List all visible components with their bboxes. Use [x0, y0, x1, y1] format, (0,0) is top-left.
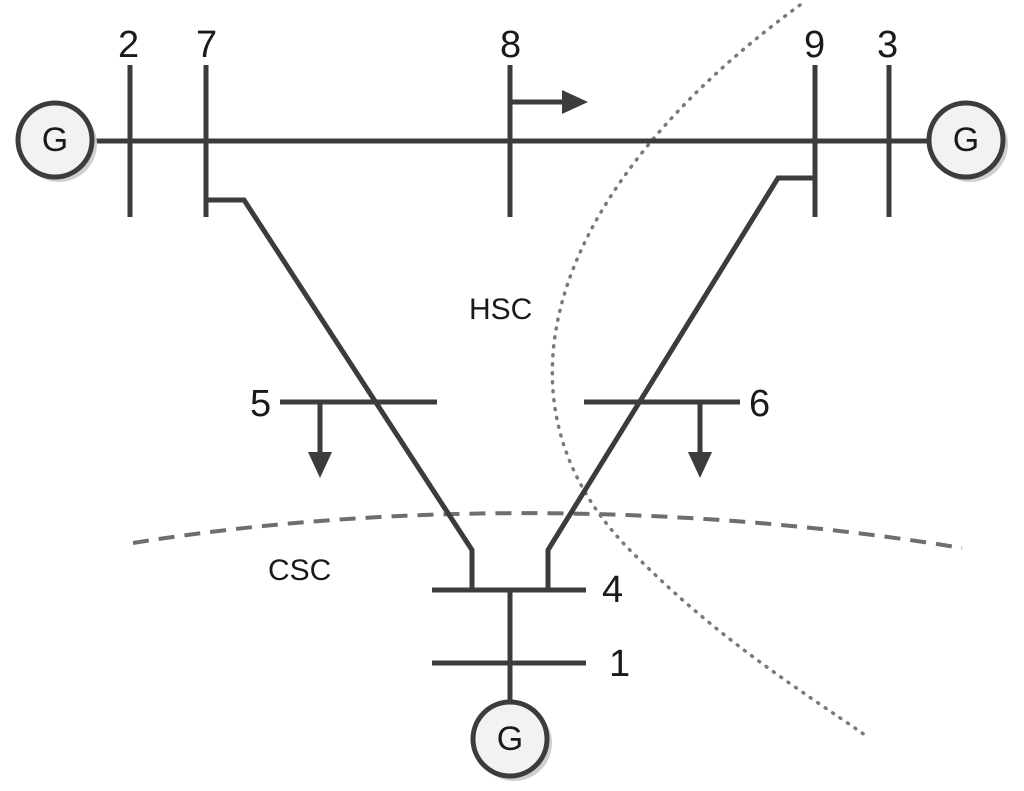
region-hsc-label: HSC: [469, 293, 532, 326]
branch-7-4: [206, 197, 475, 590]
bus-4-label: 4: [602, 569, 623, 611]
hsc-boundary-dotted: [550, 3, 867, 737]
bus-5-label: 5: [250, 383, 271, 425]
bus-2-label: 2: [118, 24, 139, 66]
bus-8-label: 8: [500, 24, 521, 66]
generator-left-label: G: [42, 121, 68, 159]
generator-bottom: G: [470, 699, 552, 781]
bus-5-load-arrow-icon: [308, 452, 332, 478]
csc-boundary-dashed: [132, 511, 963, 550]
bus-3-label: 3: [877, 24, 898, 66]
bus-9-label: 9: [804, 24, 825, 66]
bus-7-label: 7: [196, 24, 217, 66]
bus-6-load-arrow-icon: [688, 452, 712, 478]
branch-9-4: [545, 175, 815, 590]
region-csc-label: CSC: [268, 554, 331, 587]
bus-6-label: 6: [749, 383, 770, 425]
generator-right: G: [926, 100, 1008, 182]
generator-bottom-label: G: [497, 720, 523, 758]
bus-8-load-arrow-icon: [562, 90, 588, 114]
generator-left: G: [15, 100, 97, 182]
bus-1-label: 1: [609, 643, 630, 685]
generator-right-label: G: [953, 121, 979, 159]
